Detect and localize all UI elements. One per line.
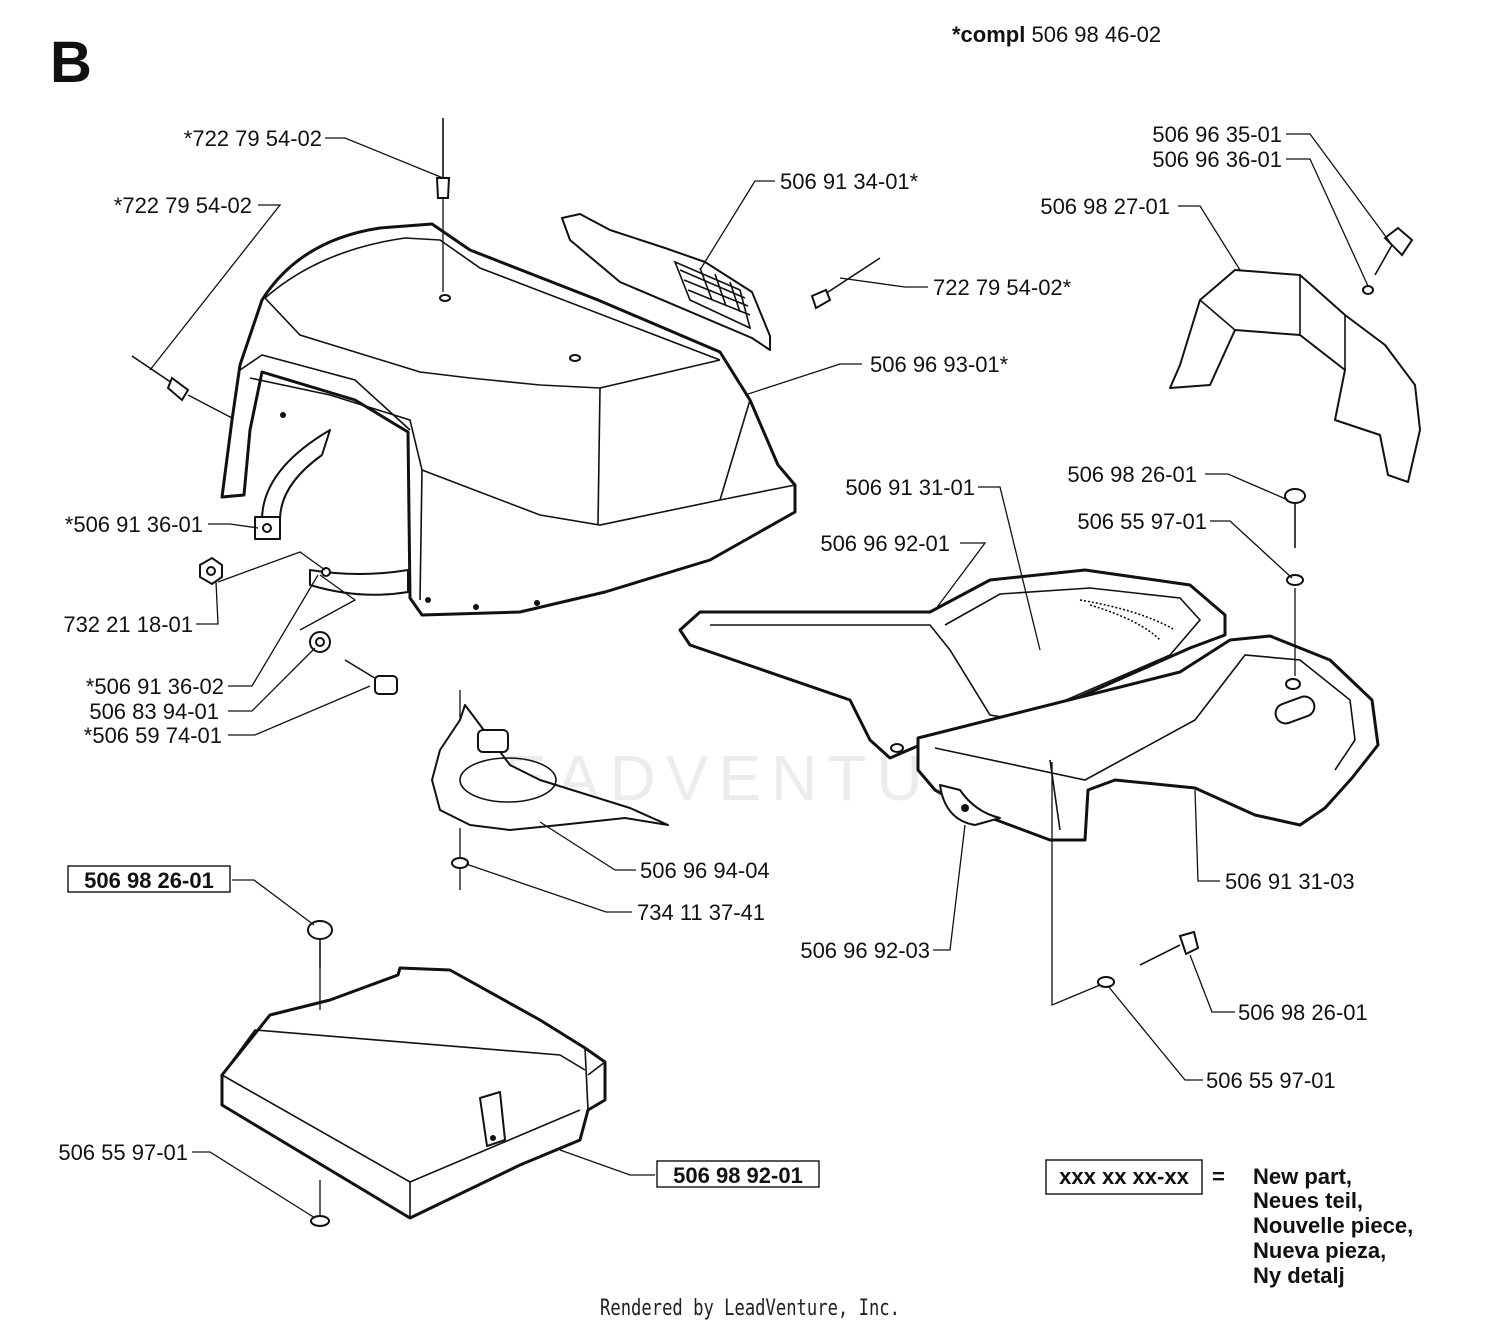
side-panel-part — [1169, 226, 1421, 483]
legend-line-4: Nueva pieza, — [1253, 1238, 1386, 1263]
cup-holder-part — [431, 690, 669, 831]
rod-pin-top — [435, 118, 451, 292]
battery-cover-part — [220, 966, 607, 1220]
label-506-91-31-03: 506 91 31-03 — [1225, 869, 1355, 894]
washer-screw-part — [309, 631, 398, 695]
label-506-55-97-01-bottom-left: 506 55 97-01 — [58, 1140, 188, 1165]
label-506-96-92-03: 506 96 92-03 — [800, 938, 930, 963]
new-part-box-506-98-92-01 — [656, 1160, 820, 1188]
legend-pattern-box — [1045, 1159, 1203, 1195]
rod-pin-left — [131, 355, 233, 419]
legend-pattern: xxx xx xx-xx — [1059, 1164, 1189, 1189]
legend: xxx xx xx-xx = New part, Neues teil, Nou… — [1045, 1159, 1413, 1288]
label-722-79-54-02-right: 722 79 54-02* — [933, 275, 1072, 300]
compl-header: *compl 506 98 46-02 — [952, 22, 1161, 47]
label-506-96-92-01: 506 96 92-01 — [820, 531, 950, 556]
label-506-98-26-01-bottom-right: 506 98 26-01 — [1238, 1000, 1368, 1025]
label-732-21-18-01: 732 21 18-01 — [63, 612, 193, 637]
washer-734-part — [451, 828, 469, 890]
compl-number: 506 98 46-02 — [1031, 22, 1161, 47]
label-506-96-36-01: 506 96 36-01 — [1152, 147, 1282, 172]
label-506-91-36-01: *506 91 36-01 — [65, 512, 203, 537]
label-722-79-54-02-top: *722 79 54-02 — [184, 126, 322, 151]
label-506-91-31-01: 506 91 31-01 — [845, 475, 975, 500]
hood-part — [220, 222, 797, 617]
new-part-box-506-98-26-01 — [67, 865, 231, 893]
legend-line-1: New part, — [1253, 1164, 1352, 1189]
label-734-11-37-41: 734 11 37-41 — [637, 900, 765, 925]
label-506-59-74-01: *506 59 74-01 — [84, 723, 222, 748]
label-506-98-26-01-boxed: 506 98 26-01 — [84, 868, 214, 893]
leader-lines — [149, 133, 1393, 1219]
footboard-right-part — [916, 634, 1380, 842]
bolt-bottom-right-part — [1097, 930, 1200, 988]
label-506-98-27-01: 506 98 27-01 — [1040, 194, 1170, 219]
label-506-96-93-01: 506 96 93-01* — [870, 352, 1009, 377]
rod-pin-right — [810, 257, 881, 310]
washer-battery-bottom-part — [310, 1180, 330, 1227]
label-506-98-26-01-right: 506 98 26-01 — [1067, 462, 1197, 487]
compl-prefix: *compl — [952, 22, 1025, 47]
label-506-96-94-04: 506 96 94-04 — [640, 858, 770, 883]
legend-line-2: Neues teil, — [1253, 1188, 1363, 1213]
label-722-79-54-02-left: *722 79 54-02 — [114, 193, 252, 218]
grille-part — [561, 213, 771, 351]
footer-credit: Rendered by LeadVenture, Inc. — [600, 1296, 900, 1321]
footboard-left-part — [678, 568, 1227, 760]
label-506-91-36-02: *506 91 36-02 — [86, 674, 224, 699]
label-506-98-92-01-boxed: 506 98 92-01 — [673, 1163, 803, 1188]
label-506-91-34-01: 506 91 34-01* — [780, 169, 919, 194]
label-506-83-94-01: 506 83 94-01 — [89, 699, 219, 724]
label-506-96-35-01: 506 96 35-01 — [1152, 122, 1282, 147]
legend-line-5: Ny detalj — [1253, 1263, 1345, 1288]
nut-part — [199, 556, 223, 586]
label-506-55-97-01-bottom-right: 506 55 97-01 — [1206, 1068, 1336, 1093]
label-506-55-97-01-right: 506 55 97-01 — [1077, 509, 1207, 534]
hood-strap-bracket — [254, 429, 409, 596]
screw-battery-top-part — [307, 920, 333, 1010]
legend-line-3: Nouvelle piece, — [1253, 1213, 1413, 1238]
legend-equals: = — [1212, 1164, 1225, 1189]
section-letter: B — [50, 30, 92, 95]
